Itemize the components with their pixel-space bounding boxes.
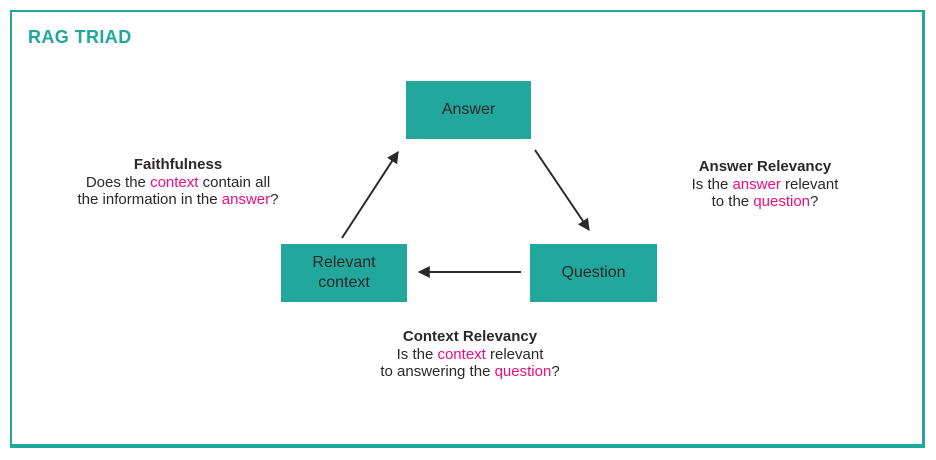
node-question-label: Question [561,264,626,281]
annotation-context-relevancy-line2: to answering the question? [380,363,560,380]
highlight-question: question [753,193,811,210]
annotation-context-relevancy: Context Relevancy Is the context relevan… [350,328,590,381]
node-question: Question [530,244,657,302]
highlight-context: context [437,345,486,363]
arrow-answer-to-question-icon [534,149,590,231]
annotation-faithfulness-heading: Faithfulness [133,156,223,173]
annotation-faithfulness-line2: the information in the answer? [77,191,279,208]
node-answer: Answer [406,81,531,139]
annotation-answer-relevancy: Answer Relevancy Is the answer relevant … [645,158,885,211]
arrow-relevant-context-to-answer-icon [341,150,399,239]
node-answer-label: Answer [441,101,496,118]
annotation-context-relevancy-line1: Is the context relevant [396,345,544,363]
highlight-question: question [494,363,552,380]
highlight-answer: answer [732,175,781,193]
annotation-answer-relevancy-line1: Is the answer relevant [691,175,839,193]
annotation-context-relevancy-heading: Context Relevancy [402,328,538,345]
page-title: RAG TRIAD [28,27,132,47]
annotation-faithfulness-line1: Does the context contain all [85,173,271,191]
annotation-faithfulness: Faithfulness Does the context contain al… [58,156,298,209]
annotation-answer-relevancy-line2: to the question? [711,193,819,210]
node-relevant-context-label: Relevant context [312,254,376,291]
diagram-border [10,10,925,448]
annotation-answer-relevancy-heading: Answer Relevancy [698,158,832,175]
highlight-context: context [150,173,199,191]
highlight-answer: answer [221,191,271,208]
node-relevant-context: Relevant context [281,244,407,302]
